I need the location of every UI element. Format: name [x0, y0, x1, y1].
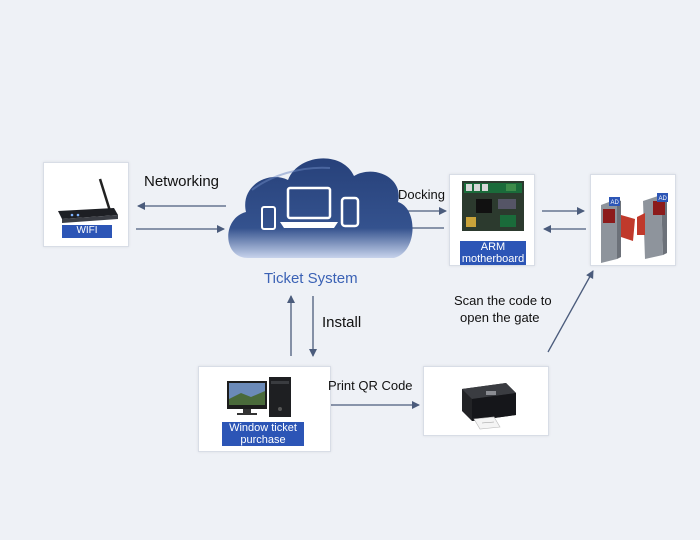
scan-label-line2: open the gate	[460, 310, 540, 325]
window-ticket-label-line2: purchase	[240, 434, 286, 446]
wifi-label: WIFI	[62, 225, 112, 238]
motherboard-icon	[462, 181, 524, 231]
computer-icon	[227, 377, 291, 417]
arm-label-line2: motherboard	[461, 253, 525, 265]
ticket-system-caption: Ticket System	[264, 270, 358, 287]
print-qr-label: Print QR Code	[328, 378, 413, 393]
install-label: Install	[322, 314, 362, 331]
docking-label: Docking	[398, 187, 445, 202]
networking-label: Networking	[144, 173, 220, 190]
gate-node: AD AD	[590, 174, 676, 266]
cloud-icon	[228, 158, 413, 258]
arrow-printer-to-gate	[547, 270, 594, 353]
window-ticket-label-line1: Window ticket	[229, 422, 297, 434]
arm-motherboard-node: ARM motherboard	[449, 174, 535, 266]
arm-label: ARM motherboard	[460, 241, 526, 265]
turnstile-gate-icon: AD AD	[601, 193, 668, 263]
router-icon	[58, 178, 118, 223]
gate-tag-right: AD	[659, 196, 668, 202]
scan-label-line1: Scan the code to	[454, 293, 552, 308]
arm-label-line1: ARM	[480, 241, 506, 253]
wifi-node: WIFI	[43, 162, 129, 247]
devices-icon	[261, 186, 360, 230]
printer-node	[423, 366, 549, 436]
gate-tag-left: AD	[611, 200, 620, 206]
printer-icon	[462, 383, 516, 430]
window-ticket-node: Window ticket purchase	[198, 366, 331, 452]
window-ticket-label: Window ticket purchase	[222, 422, 304, 446]
